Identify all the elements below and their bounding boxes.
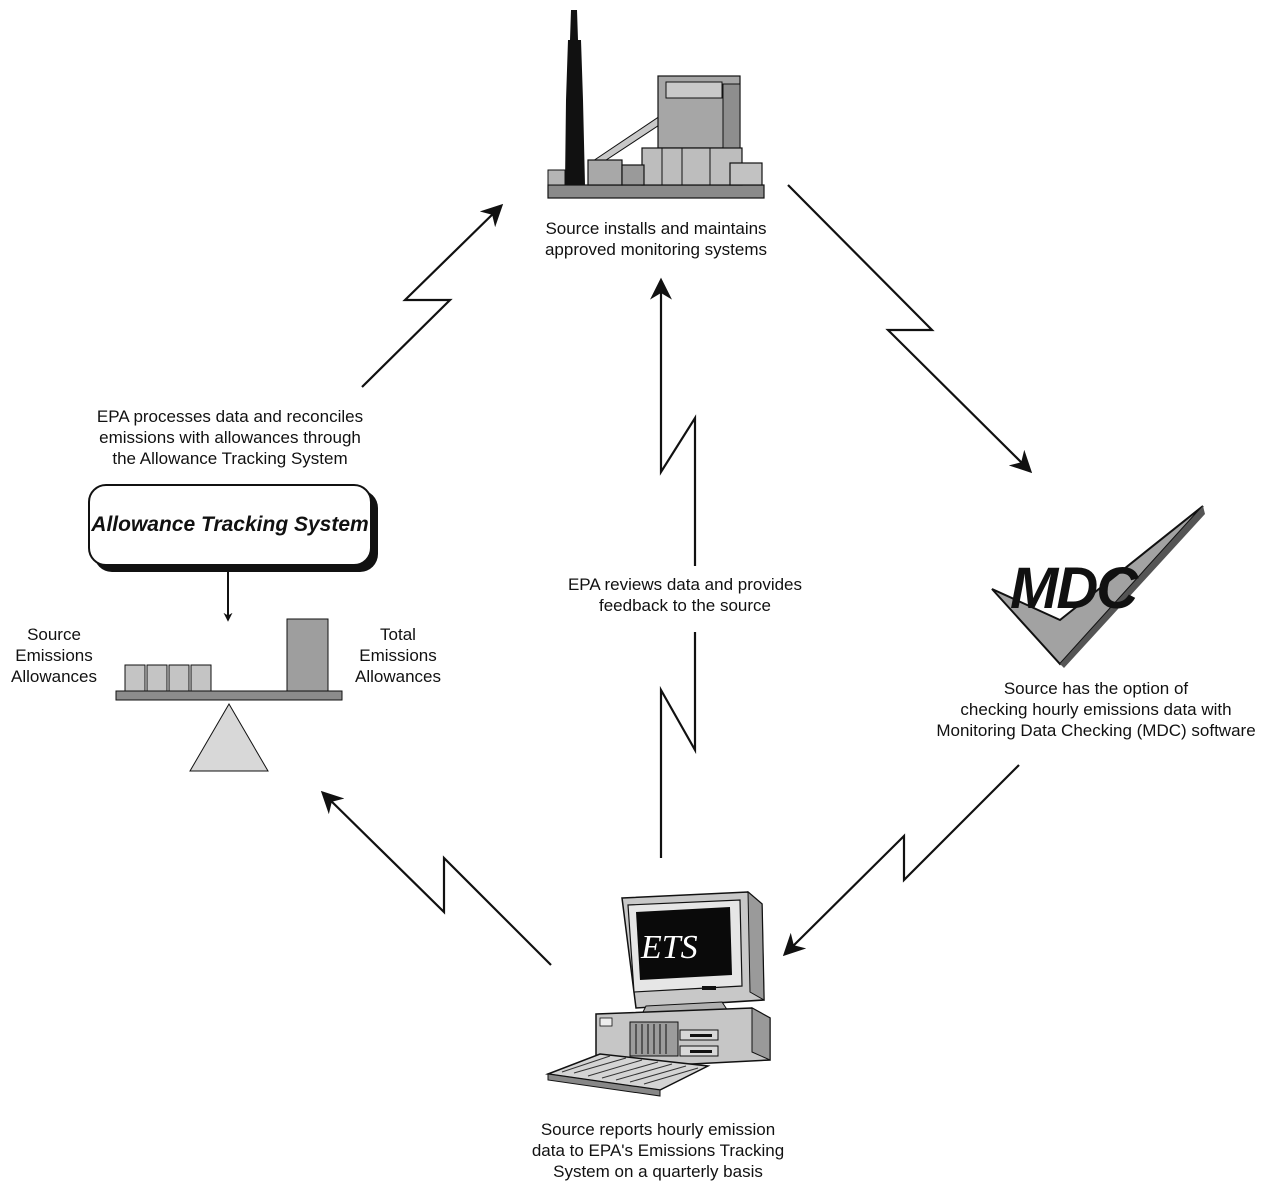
total-emissions-allowances-label: Total Emissions Allowances: [355, 625, 441, 686]
arrow-review-upper: [650, 277, 697, 566]
arrow-review-lower: [659, 632, 697, 858]
arrow-mdc-to-computer: [782, 764, 1020, 957]
source-installs-label: Source installs and maintains approved m…: [544, 219, 768, 259]
ats-box-label: Allowance Tracking System: [91, 513, 369, 536]
computer-icon: ETS: [545, 890, 771, 1097]
source-reports-label: Source reports hourly emission data to E…: [531, 1120, 785, 1181]
arrow-source-to-mdc: [787, 184, 1033, 474]
ets-screen-text: ETS: [640, 929, 698, 966]
power-plant-icon: [547, 10, 765, 199]
mdc-checkmark-icon: MDC: [991, 505, 1205, 668]
mdc-logo-text: MDC: [1010, 556, 1139, 621]
allowance-tracking-system-box: Allowance Tracking System: [88, 484, 372, 566]
source-emissions-allowances-label: Source Emissions Allowances: [11, 625, 97, 686]
arrow-ats-to-source: [361, 203, 504, 388]
arrow-computer-to-ats: [320, 790, 552, 966]
balance-scale-icon: [115, 618, 343, 772]
mdc-option-label: Source has the option of checking hourly…: [936, 679, 1256, 740]
epa-reviews-label: EPA reviews data and provides feedback t…: [567, 575, 803, 615]
epa-processes-label: EPA processes data and reconciles emissi…: [96, 407, 364, 468]
